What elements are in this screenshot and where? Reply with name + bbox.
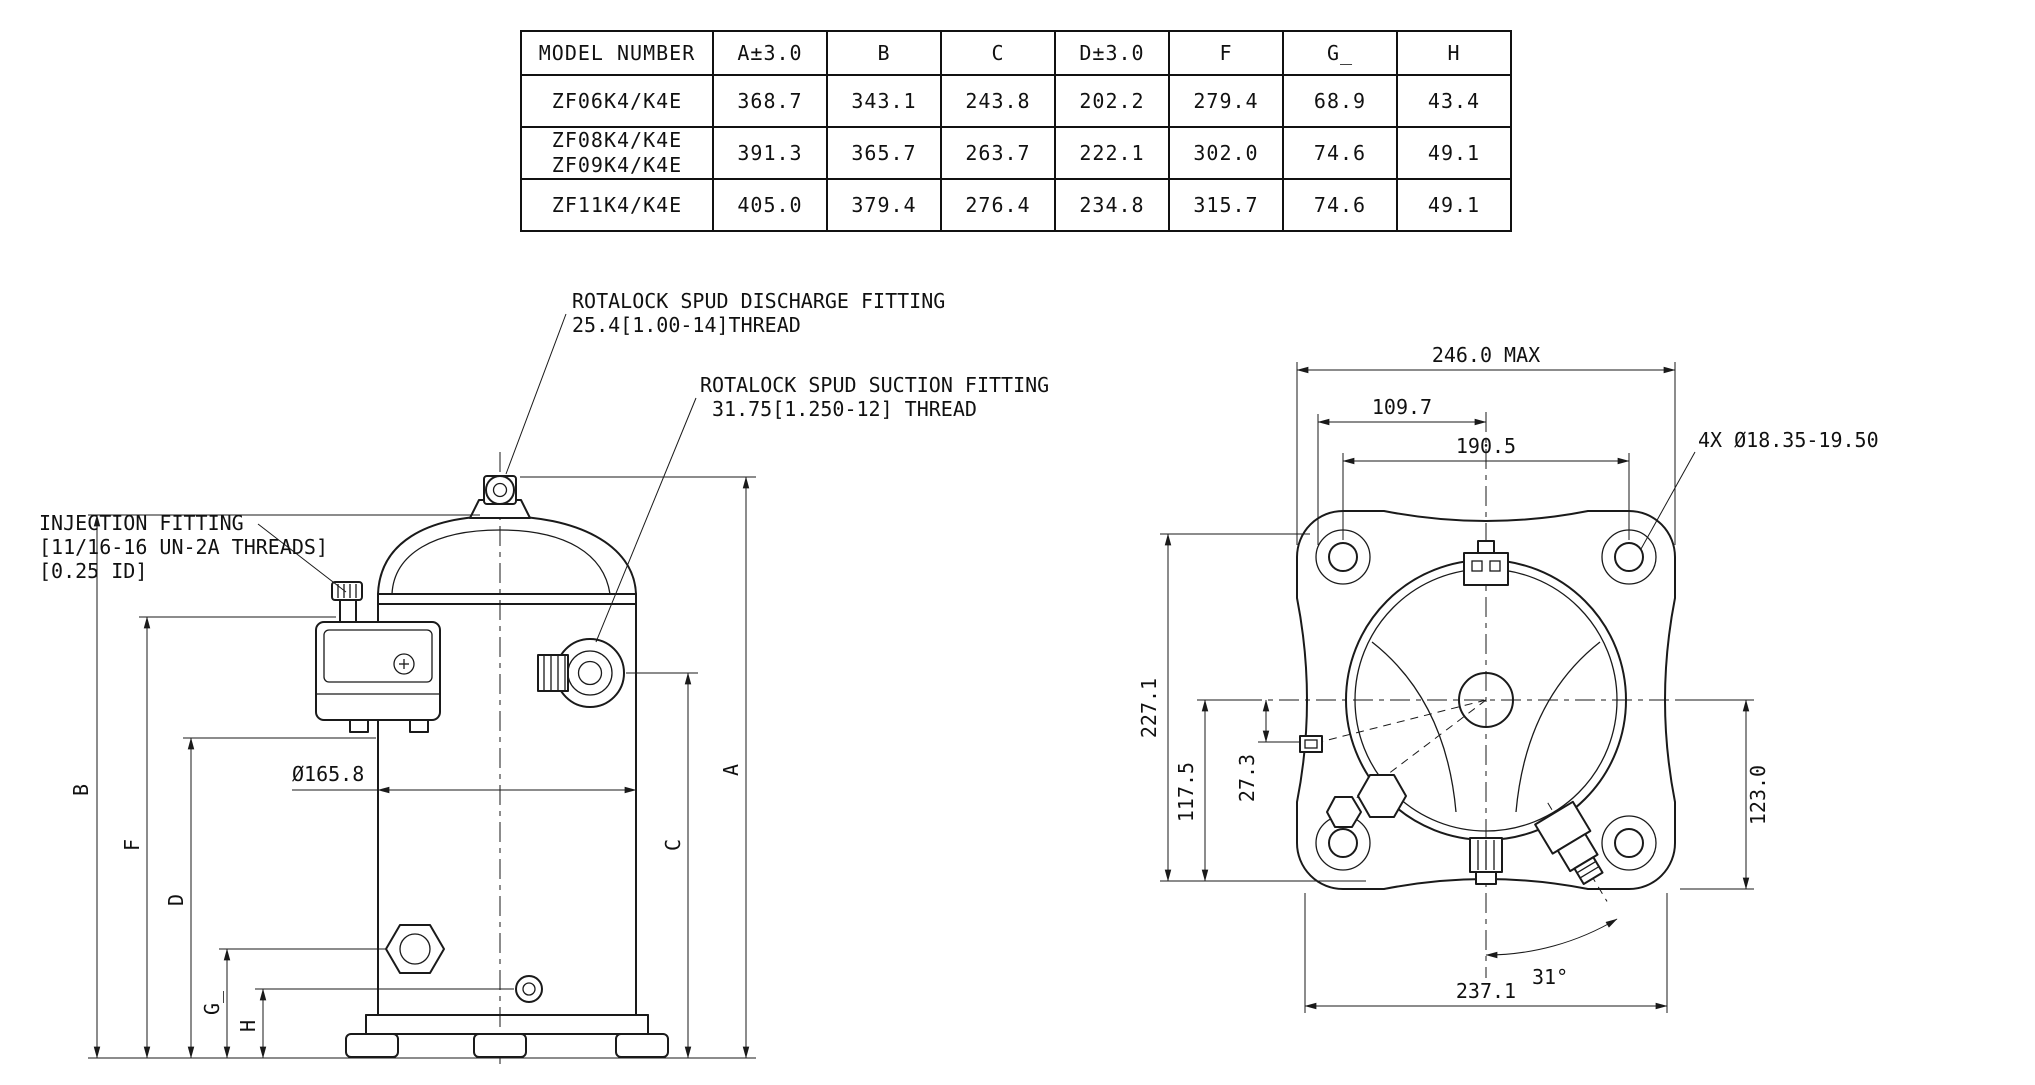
value-cell: 263.7 <box>940 126 1056 180</box>
value-cell: 49.1 <box>1396 178 1512 232</box>
header-a: A±3.0 <box>712 30 828 76</box>
value-cell: 391.3 <box>712 126 828 180</box>
header-h: H <box>1396 30 1512 76</box>
bottom-center-fitting <box>1469 837 1503 885</box>
value-cell: 276.4 <box>940 178 1056 232</box>
dim-123-label: 123.0 <box>1746 765 1770 825</box>
dim-190-label: 190.5 <box>1456 434 1516 458</box>
header-g: G_ <box>1282 30 1398 76</box>
value-cell: 243.8 <box>940 74 1056 128</box>
top-bracket <box>1463 540 1509 586</box>
model-cell: ZF06K4/K4E <box>520 74 714 128</box>
oil-sight-glass <box>385 924 445 974</box>
value-cell: 74.6 <box>1282 178 1398 232</box>
value-cell: 234.8 <box>1054 178 1170 232</box>
injection-callout-line2: [11/16-16 UN-2A THREADS] <box>39 535 328 559</box>
left-fittings <box>1299 699 1487 828</box>
mounting-foot <box>473 1033 527 1058</box>
value-cell: 49.1 <box>1396 126 1512 180</box>
injection-callout-line3: [0.25 ID] <box>39 559 147 583</box>
dim-holes-label: 4X Ø18.35-19.50 <box>1698 428 1879 452</box>
oil-drain-fitting <box>515 975 543 1003</box>
value-cell: 68.9 <box>1282 74 1398 128</box>
value-cell: 365.7 <box>826 126 942 180</box>
discharge-callout-line1: ROTALOCK SPUD DISCHARGE FITTING <box>572 289 945 313</box>
value-cell: 405.0 <box>712 178 828 232</box>
model-cell: ZF11K4/K4E <box>520 178 714 232</box>
injection-callout-line1: INJECTION FITTING <box>39 511 244 535</box>
value-cell: 302.0 <box>1168 126 1284 180</box>
dim-letter-a: A <box>719 764 743 776</box>
discharge-callout-line2: 25.4[1.00-14]THREAD <box>572 313 801 337</box>
dim-letter-f: F <box>120 839 144 851</box>
dimension-lines <box>93 476 750 1059</box>
dimension-table: MODEL NUMBER A±3.0 B C D±3.0 F G_ H ZF06… <box>520 30 1512 232</box>
value-cell: 74.6 <box>1282 126 1398 180</box>
mounting-foot <box>615 1033 669 1058</box>
dim-109-label: 109.7 <box>1372 395 1432 419</box>
suction-fitting <box>537 638 625 708</box>
bolt-holes <box>1315 529 1657 871</box>
suction-callout-line2: 31.75[1.250-12] THREAD <box>712 397 977 421</box>
ground-symbol-icon <box>393 653 415 675</box>
value-cell: 43.4 <box>1396 74 1512 128</box>
discharge-fitting <box>469 475 531 519</box>
dim-letter-b: B <box>69 784 93 796</box>
dim-227-label: 227.1 <box>1137 678 1161 738</box>
header-c: C <box>940 30 1056 76</box>
table-row: ZF08K4/K4E ZF09K4/K4E 391.3 365.7 263.7 … <box>520 126 1512 180</box>
dim-31deg-label: 31° <box>1532 965 1568 989</box>
suction-callout-line1: ROTALOCK SPUD SUCTION FITTING <box>700 373 1049 397</box>
side-view: B F D G_ H A C Ø165.8 ROTALOCK SPUD DISC… <box>39 289 1049 1070</box>
dim-letter-d: D <box>164 894 188 906</box>
dim-letter-h: H <box>236 1020 260 1032</box>
header-model-number: MODEL NUMBER <box>520 30 714 76</box>
center-hole <box>1458 672 1514 728</box>
table-row: ZF06K4/K4E 368.7 343.1 243.8 202.2 279.4… <box>520 74 1512 128</box>
injection-fitting <box>331 581 363 623</box>
value-cell: 202.2 <box>1054 74 1170 128</box>
dim-27-label: 27.3 <box>1235 754 1259 802</box>
diameter-label: Ø165.8 <box>292 762 364 786</box>
terminal-box <box>315 621 441 733</box>
value-cell: 222.1 <box>1054 126 1170 180</box>
top-view-dimensions: 246.0 MAX 109.7 190.5 4X Ø18.35-19.50 22… <box>1137 343 1879 1013</box>
dim-letter-g: G_ <box>200 990 224 1015</box>
header-d: D±3.0 <box>1054 30 1170 76</box>
mounting-plate <box>1296 510 1676 890</box>
value-cell: 343.1 <box>826 74 942 128</box>
value-cell: 368.7 <box>712 74 828 128</box>
dim-246-label: 246.0 MAX <box>1432 343 1540 367</box>
mounting-foot <box>345 1033 399 1058</box>
model-cell: ZF08K4/K4E ZF09K4/K4E <box>520 126 714 180</box>
header-f: F <box>1168 30 1284 76</box>
angled-fitting <box>1534 800 1608 902</box>
top-view: 246.0 MAX 109.7 190.5 4X Ø18.35-19.50 22… <box>1137 343 1879 1013</box>
header-b: B <box>826 30 942 76</box>
value-cell: 379.4 <box>826 178 942 232</box>
table-row: ZF11K4/K4E 405.0 379.4 276.4 234.8 315.7… <box>520 178 1512 232</box>
dim-117-label: 117.5 <box>1174 762 1198 822</box>
table-header-row: MODEL NUMBER A±3.0 B C D±3.0 F G_ H <box>520 30 1512 76</box>
dim-letter-c: C <box>661 839 685 851</box>
callouts: ROTALOCK SPUD DISCHARGE FITTING 25.4[1.0… <box>39 289 1049 643</box>
compressor-body <box>345 515 669 1058</box>
value-cell: 279.4 <box>1168 74 1284 128</box>
value-cell: 315.7 <box>1168 178 1284 232</box>
dim-237-label: 237.1 <box>1456 979 1516 1003</box>
